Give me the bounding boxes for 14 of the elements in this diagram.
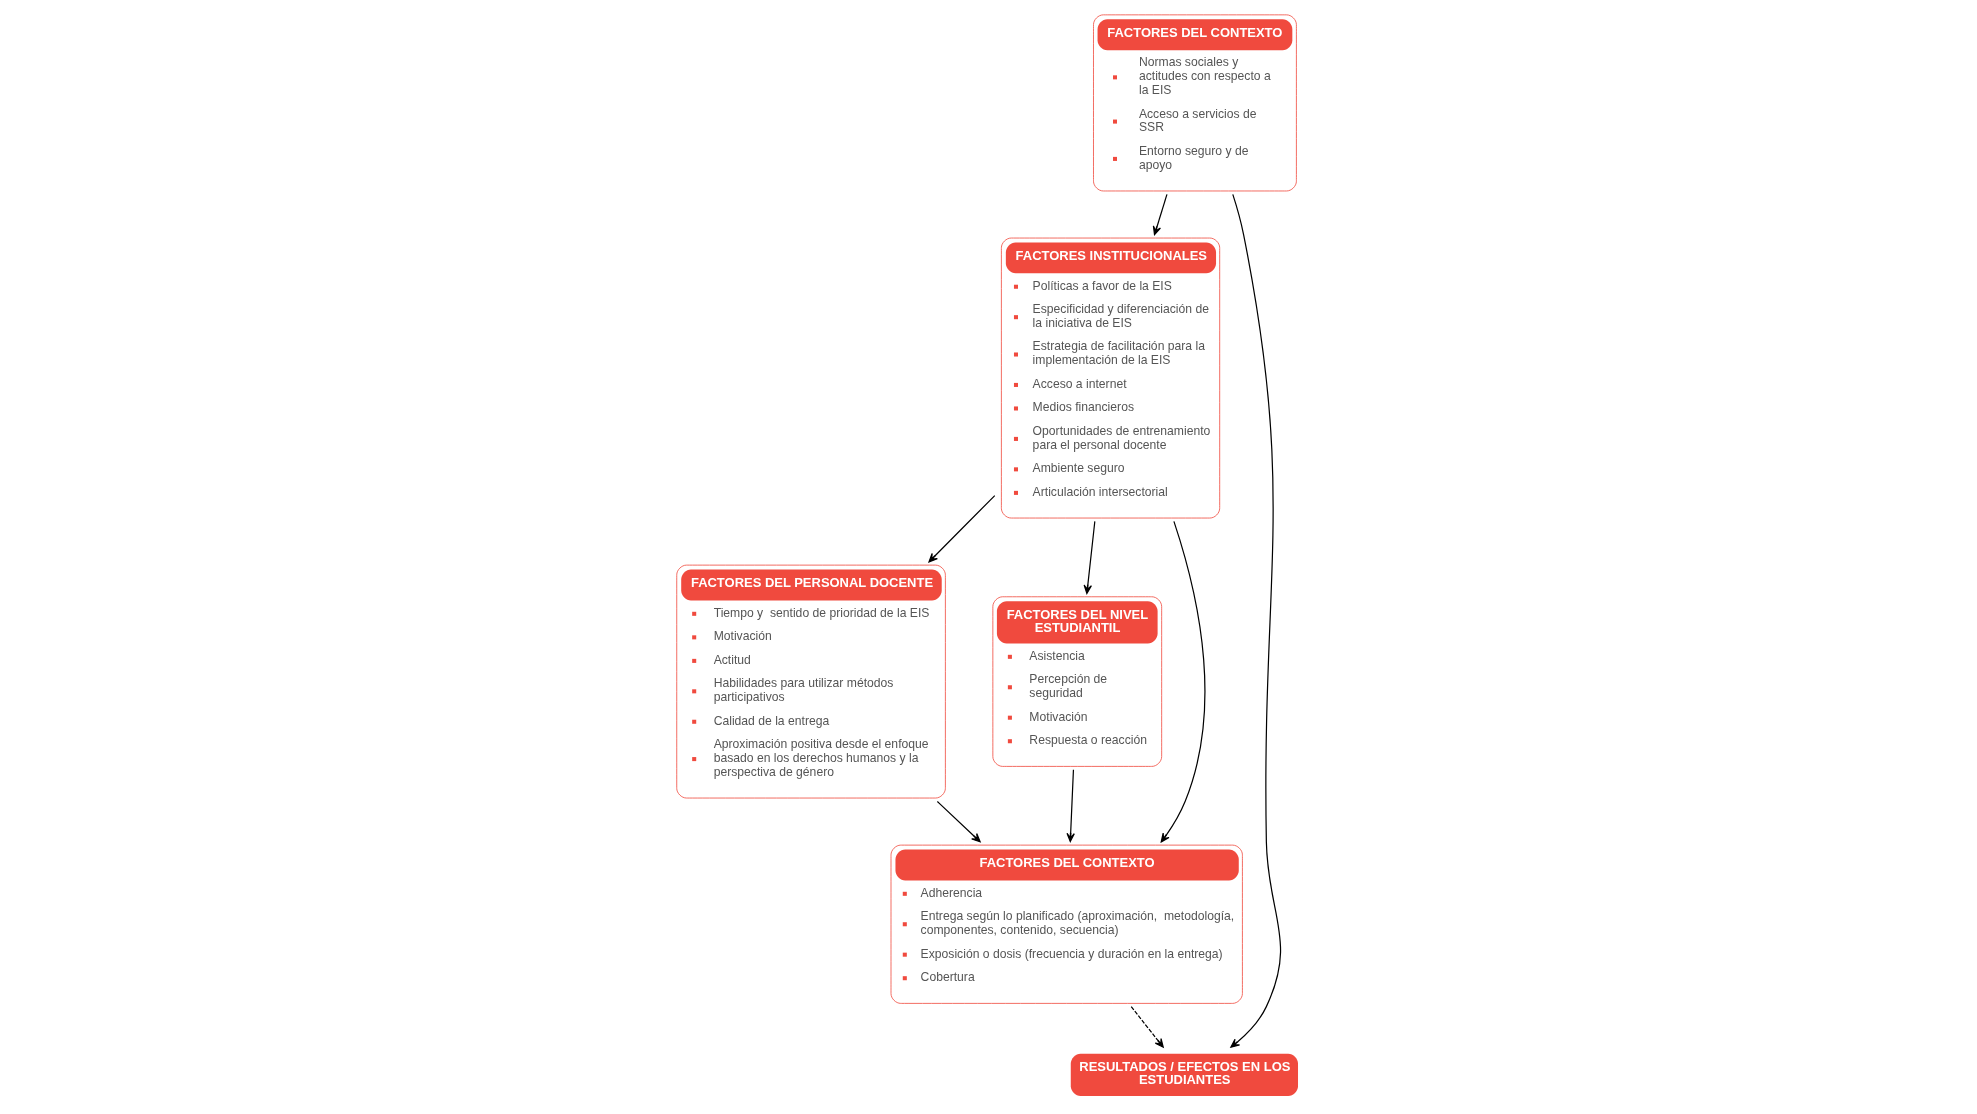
arrow: [1229, 193, 1281, 1048]
node-box: FACTORES INSTITUCIONALES Políticas a favor de la EIS Especificidad y diferenciación de la iniciativa de EIS Estrategia de facilitación para la implementación de la EIS Acceso a internet Medios financieros Oportunidades de entrenamiento para el personal docente Ambiente seguro Articulación intersectorial: [1000, 237, 1220, 519]
arrow: [1083, 520, 1095, 595]
arrow: [1160, 520, 1205, 843]
arrow: [1152, 193, 1168, 236]
arrow: [927, 494, 995, 563]
arrow: [1065, 769, 1075, 843]
node-box: RESULTADOS / EFECTOS EN LOS ESTUDIANTES: [1070, 1053, 1298, 1096]
node-box: FACTORES DEL NIVEL ESTUDIANTIL Asistencia Percepción de seguridad Motivación Respuesta o reacción: [991, 596, 1162, 767]
node-box: FACTORES DEL CONTEXTO Normas sociales y actitudes con respecto a la EIS Acceso a servicios de SSR Entorno seguro y de apoyo: [1092, 14, 1297, 192]
node-box: FACTORES DEL PERSONAL DOCENTE Tiempo y sentido de prioridad de la EIS Motivación Actitud Habilidades para utilizar métodos participativos Calidad de la entrega Aproximación positiva desde el enfoque basado en los derechos humanos y la perspectiva de género: [675, 564, 946, 799]
node-box: FACTORES DEL CONTEXTO Adherencia Entrega según lo planificado (aproximación, metodología, componentes, contenido, secuencia) Exposición o dosis (frecuencia y duración en la entrega) Cobertura: [890, 844, 1243, 1004]
arrow: [936, 800, 981, 843]
arrow: [1130, 1006, 1164, 1048]
